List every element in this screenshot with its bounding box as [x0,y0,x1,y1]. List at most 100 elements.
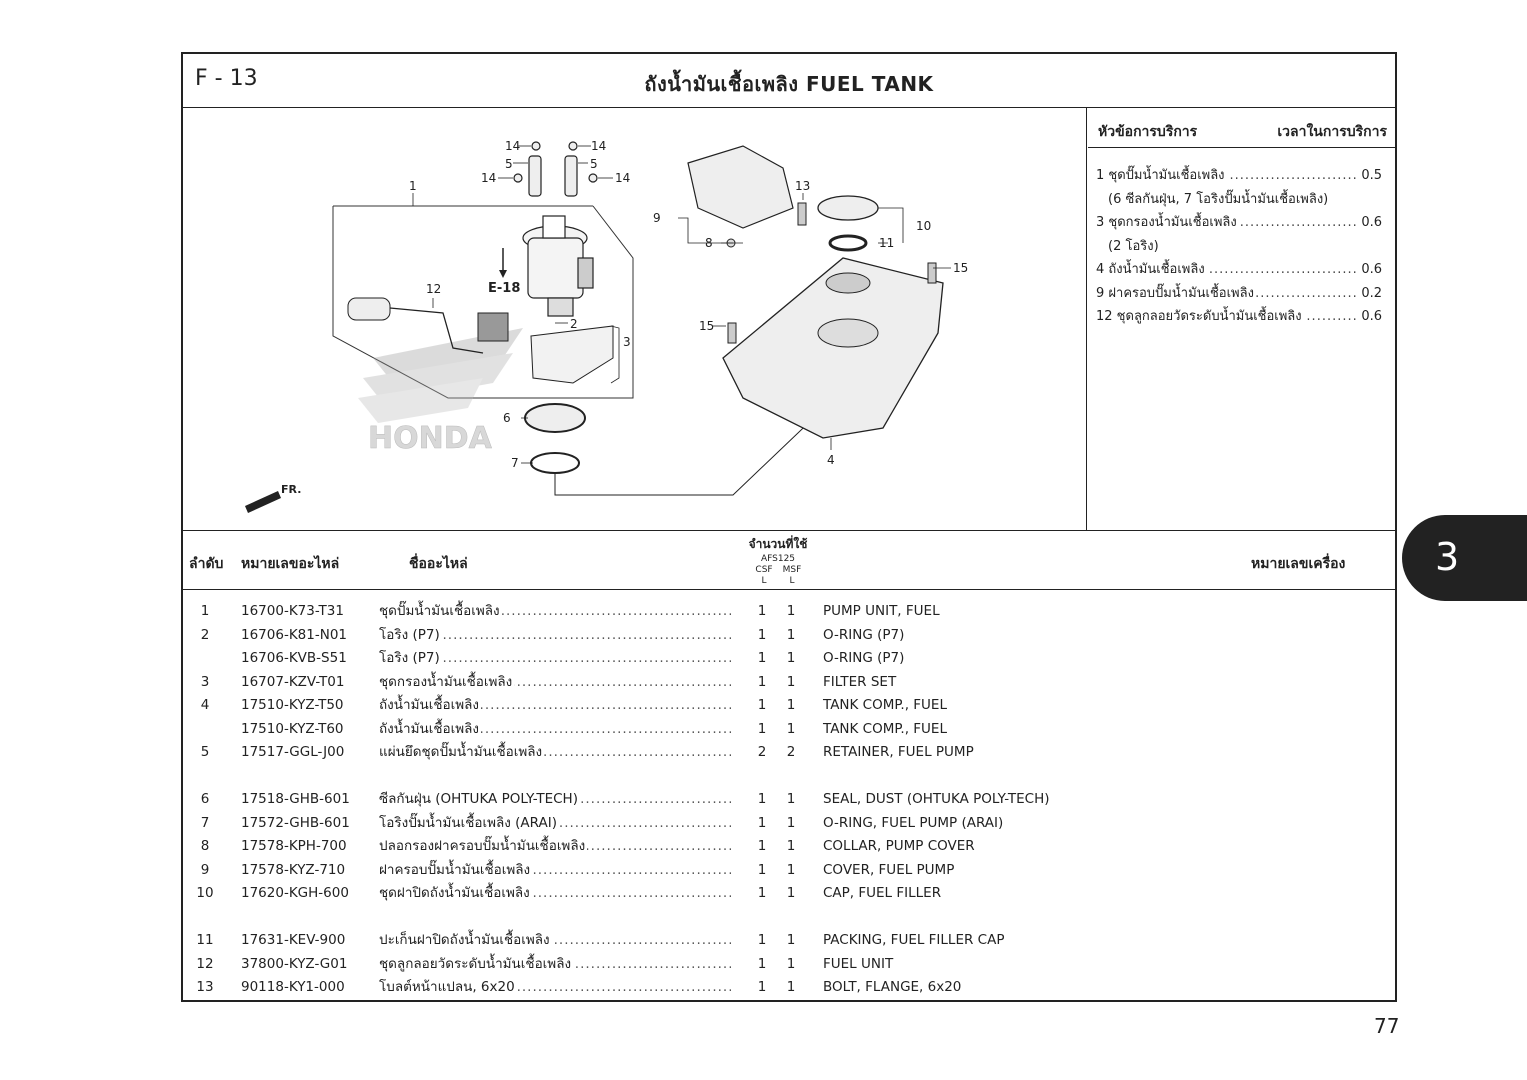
qty-sub-2: L [789,576,795,586]
retainer-bolts [513,141,598,197]
ref-number: 11 [196,932,214,948]
table-row: 16706-KVB-S51...........................… [183,647,1395,669]
table-row: 617518-GHB-601..........................… [183,788,1395,810]
qty-csf: 1 [757,814,767,831]
qty-csf: 1 [757,932,767,948]
english-name: COVER, FUEL PUMP [823,861,955,878]
service-item-label: 4 ถังน้ำมันเชื้อเพลิง [1096,262,1207,277]
english-name: PUMP UNIT, FUEL [823,603,940,619]
thai-name: ถังน้ำมันเชื้อเพลิง [379,720,481,737]
service-item-label: 9 ฝาครอบปั๊มน้ำมันเชื้อเพลิง [1096,285,1256,301]
thai-name-cell: ........................................… [379,697,731,713]
qty-csf: 1 [757,861,767,878]
thai-name-cell: ........................................… [379,744,731,760]
qty-csf: 2 [757,744,767,760]
thai-name-cell: ........................................… [379,650,731,666]
qty-csf: 1 [757,838,767,854]
table-row: 1237800-KYZ-G01.........................… [183,953,1395,975]
part-number: 37800-KYZ-G01 [241,955,348,972]
service-item-label: 1 ชุดปั๊มน้ำมันเชื้อเพลิง [1096,168,1227,183]
part-number: 16706-KVB-S51 [241,650,347,666]
callout-15a: 15 [953,261,968,275]
qty-csf: 1 [757,885,767,901]
service-item: ........................................… [1096,281,1382,305]
front-arrow-icon [245,491,281,513]
callout-5b: 5 [590,157,598,171]
ref-number: 5 [200,744,210,760]
brand-watermark: HONDA [368,421,493,456]
qty-variant-1: CSF [755,565,773,575]
service-item-time: 0.6 [1359,258,1382,282]
qty-msf: 1 [786,673,796,690]
callout-13: 13 [795,179,810,193]
english-name: PACKING, FUEL FILLER CAP [823,932,1005,948]
ref-number: 3 [200,673,210,690]
english-name: COLLAR, PUMP COVER [823,838,975,854]
callout-7: 7 [511,456,519,470]
thai-name-cell: ........................................… [379,626,731,643]
front-label: FR. [281,483,301,496]
thai-name: ปะเก็นฝาปิดถังน้ำมันเชื้อเพลิง [379,932,552,948]
page-title: ถังน้ำมันเชื้อเพลิง FUEL TANK [644,72,934,96]
service-item-note: (2 โอริง) [1108,238,1159,254]
qty-csf: 1 [757,791,767,807]
col-name-header: ชื่ออะไหล่ [409,556,468,572]
callout-14c: 14 [481,171,496,185]
thai-name: ชุดกรองน้ำมันเชื้อเพลิง [379,673,515,690]
service-item-note: (6 ซีลกันฝุ่น, 7 โอริงปั๊มน้ำมันเชื้อเพล… [1108,191,1329,207]
thai-name: ชุดฝาปิดถังน้ำมันเชื้อเพลิง [379,885,532,901]
parts-catalog-frame: F - 13 ถังน้ำมันเชื้อเพลิง FUEL TANK HON… [181,52,1397,1002]
qty-csf: 1 [757,955,767,972]
service-item: ........................................… [1096,258,1382,282]
qty-msf: 2 [786,744,796,760]
part-number: 17510-KYZ-T50 [241,697,344,713]
service-header-topic: หัวข้อการบริการ [1098,124,1198,140]
callout-3: 3 [623,335,631,349]
thai-name-cell: ........................................… [379,979,731,995]
qty-msf: 1 [786,955,796,972]
parts-table-header: ลำดับ หมายเลขอะไหล่ ชื่ออะไหล่ จำนวนที่ใ… [183,530,1395,590]
part-number: 17517-GGL-J00 [241,744,345,760]
qty-msf: 1 [786,650,796,666]
service-item-time: 0.6 [1359,211,1382,235]
thai-name-cell: ........................................… [379,603,731,619]
fuel-tank [722,257,944,439]
qty-msf: 1 [786,814,796,831]
fuel-filler-cap [817,195,879,221]
qty-csf: 1 [757,650,767,666]
part-number: 17578-KPH-700 [241,838,347,854]
ref-number: 9 [200,861,210,878]
thai-name: แผ่นยึดชุดปั๊มน้ำมันเชื้อเพลิง [379,744,545,760]
section-code: F - 13 [195,66,258,91]
thai-name: ปลอกรองฝาครอบปั๊มน้ำมันเชื้อเพลิง [379,838,588,854]
ref-number: 4 [200,697,210,713]
table-row: 4 17510-KYZ-T50..........................… [183,694,1395,716]
service-header-time: เวลาในการบริการ [1277,124,1387,140]
thai-name-cell: ........................................… [379,812,731,834]
ref-number: 13 [196,979,214,995]
service-item-time: 0.6 [1359,305,1382,329]
part-number: 17620-KGH-600 [241,885,349,901]
thai-name-cell: ........................................… [379,885,731,901]
fuel-float-unit [347,297,509,354]
thai-name-cell: ........................................… [379,861,731,878]
callout-8: 8 [705,236,713,250]
table-row: 817578-KPH-700..........................… [183,835,1395,857]
service-item: ........................................… [1096,164,1382,188]
callout-12: 12 [426,282,441,296]
ref-number: 7 [200,814,210,831]
thai-name: โบลต์หน้าแปลน, 6x20 [379,979,517,995]
qty-msf: 1 [786,885,796,901]
thai-name: ชุดลูกลอยวัดระดับน้ำมันเชื้อเพลิง [379,955,574,972]
chapter-tab[interactable]: 3 [1402,515,1527,601]
qty-sub-1: L [761,576,767,586]
thai-name-cell: ........................................… [379,953,731,975]
qty-csf: 1 [757,626,767,643]
part-number: 16706-K81-N01 [241,626,347,643]
assembly-outline [332,205,634,399]
service-item: ........................................… [1096,211,1382,235]
table-row: 5 17517-GGL-J00..........................… [183,741,1395,763]
qty-csf: 1 [757,979,767,995]
